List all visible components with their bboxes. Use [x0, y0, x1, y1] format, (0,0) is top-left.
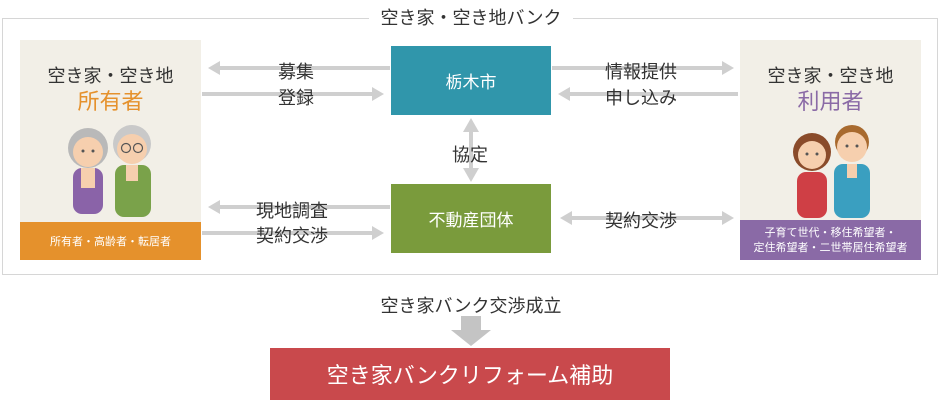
realty-box: 不動産団体 — [391, 184, 551, 253]
label-keiyaku-left: 契約交渉 — [256, 226, 328, 247]
arrow-kyoutei — [463, 118, 479, 182]
owner-card: 空き家・空き地 所有者 所有者・高齢者・転居者 — [20, 40, 201, 260]
owner-card-band: 所有者・高齢者・転居者 — [20, 222, 201, 260]
arrow-moushikomi — [558, 87, 738, 101]
user-card-role: 利用者 — [797, 90, 864, 115]
label-kyoutei: 協定 — [452, 145, 488, 166]
arrow-bosyu — [208, 61, 390, 75]
arrow-down — [451, 316, 491, 346]
label-keiyaku-right: 契約交渉 — [605, 211, 677, 232]
elderly-couple-illustration-icon — [68, 125, 151, 217]
young-couple-illustration-icon — [793, 125, 870, 218]
arrow-jouhou — [552, 61, 734, 75]
reform-subsidy-box: 空き家バンクリフォーム補助 — [270, 348, 670, 400]
arrow-genchi — [208, 200, 390, 214]
flow-text: 空き家バンク交渉成立 — [380, 296, 562, 317]
user-card: 空き家・空き地 利用者 子育て世代・移住希望者・ 定住希望者・二世帯居住希望者 — [740, 40, 921, 260]
owner-card-title: 空き家・空き地 — [47, 66, 174, 87]
label-genchi: 現地調査 — [256, 201, 328, 222]
owner-card-role: 所有者 — [77, 90, 144, 115]
label-bosyu: 募集 — [278, 62, 314, 83]
arrow-keiyaku-left — [202, 226, 384, 240]
user-card-band: 子育て世代・移住希望者・ 定住希望者・二世帯居住希望者 — [740, 220, 921, 260]
arrow-keiyaku-right — [560, 211, 734, 225]
city-box: 栃木市 — [391, 46, 551, 115]
arrow-touroku — [202, 87, 384, 101]
frame-title: 空き家・空き地バンク — [0, 4, 942, 30]
user-card-title: 空き家・空き地 — [767, 66, 894, 87]
label-jouhou: 情報提供 — [605, 62, 677, 83]
label-moushikomi: 申し込み — [605, 88, 677, 109]
label-touroku: 登録 — [278, 88, 314, 109]
